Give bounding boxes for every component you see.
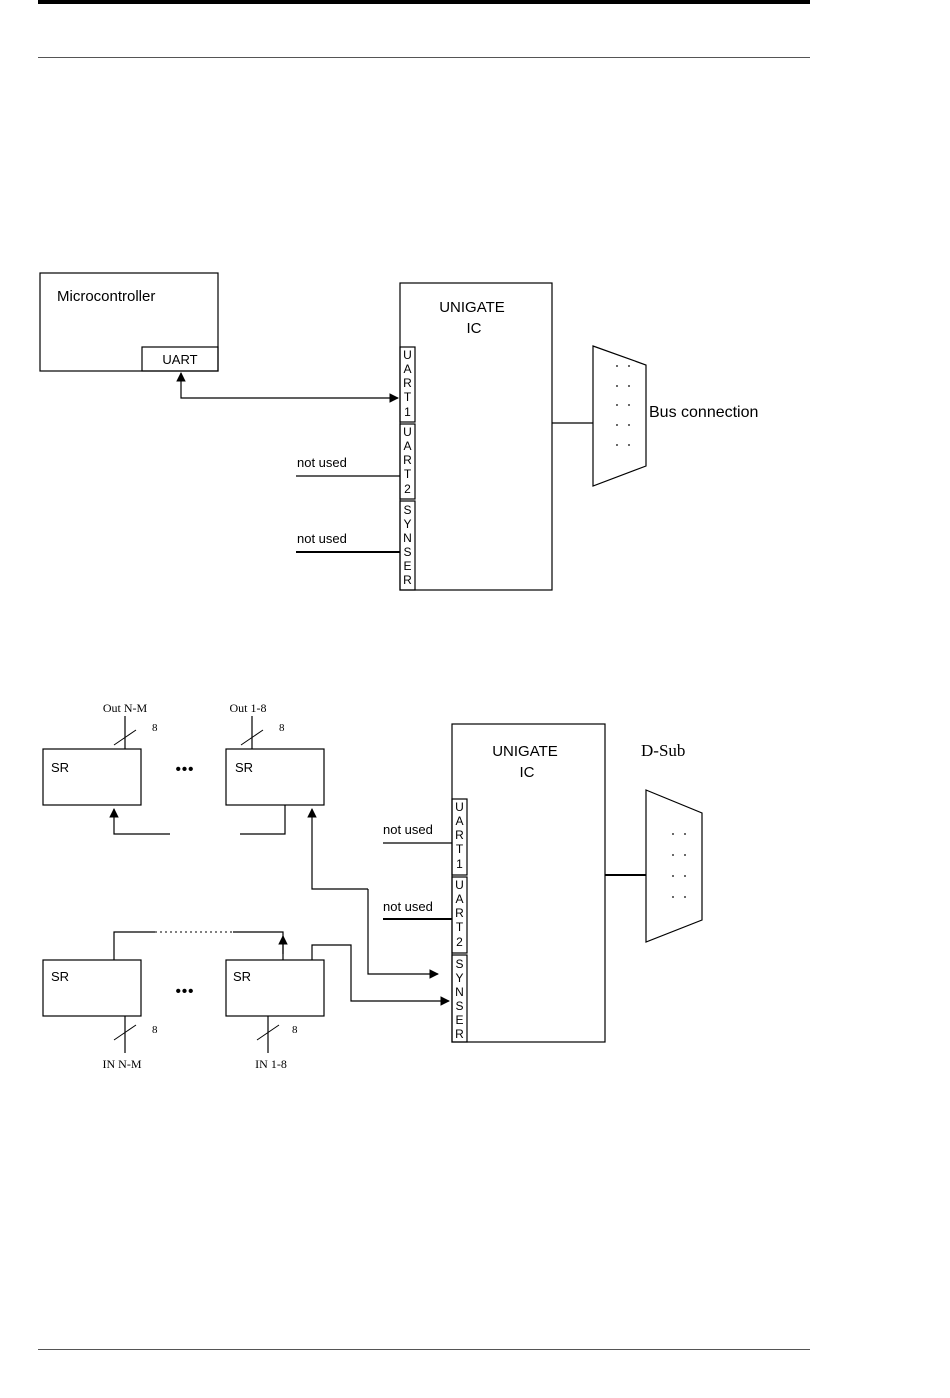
microcontroller-block: Microcontroller UART [40, 273, 218, 371]
ellipsis-top: ••• [176, 761, 195, 778]
port-char: E [455, 1013, 463, 1027]
port-char: A [403, 439, 411, 453]
port-uart2-text-2: U A R T 2 [455, 878, 464, 949]
microcontroller-label: Microcontroller [57, 288, 155, 305]
out-nm-label: Out N-M [103, 701, 148, 715]
sr-block-top-left [43, 749, 141, 805]
not-used-label-3: not used [383, 822, 433, 837]
unigate-ic-block-1: UNIGATE IC U A R T 1 U A R T 2 [400, 283, 552, 590]
port-char: E [403, 559, 411, 573]
unigate-subtitle-2: IC [520, 764, 535, 781]
dsub-connector-icon [646, 790, 702, 942]
dsub-label: D-Sub [641, 741, 685, 760]
port-char: R [403, 453, 412, 467]
port-char: S [455, 957, 463, 971]
chain-arrow-top-left [114, 809, 170, 834]
chain-line-bottom-left [114, 932, 155, 960]
port-char: A [455, 814, 463, 828]
out-18-label: Out 1-8 [230, 701, 267, 715]
in-nm-label: IN N-M [103, 1057, 142, 1071]
port-char: A [455, 892, 463, 906]
data-out-arrow [312, 809, 368, 889]
sr-label-bottom-left: SR [51, 969, 69, 984]
port-char: T [404, 467, 412, 481]
port-char: S [455, 999, 463, 1013]
port-char: N [403, 531, 412, 545]
port-char: U [403, 348, 412, 362]
chain-line-top-right [240, 805, 285, 834]
port-char: A [403, 362, 411, 376]
port-synser-text-2: S Y N S E R [455, 957, 464, 1041]
sr-block-top-right [226, 749, 324, 805]
port-char: 1 [456, 857, 463, 871]
port-synser-text-1: S Y N S E R [403, 503, 412, 587]
port-char: S [403, 545, 411, 559]
ellipsis-bottom: ••• [176, 983, 195, 1000]
bus-width-out-18: 8 [279, 722, 285, 734]
port-char: N [455, 985, 464, 999]
port-char: Y [455, 971, 463, 985]
uart-label: UART [162, 352, 197, 367]
port-char: R [455, 828, 464, 842]
unigate-ic-block-2: UNIGATE IC U A R T 1 U A R T 2 [452, 724, 605, 1042]
unigate-subtitle-1: IC [467, 320, 482, 337]
port-uart1-text-2: U A R T 1 [455, 800, 464, 871]
port-char: 2 [404, 482, 411, 496]
bus-width-in-nm: 8 [152, 1024, 158, 1036]
bus-width-out-nm: 8 [152, 722, 158, 734]
port-char: U [403, 425, 412, 439]
port-char: Y [403, 517, 411, 531]
port-char: T [456, 842, 464, 856]
port-char: R [403, 376, 412, 390]
data-in-arrow [312, 945, 449, 1001]
uart-link-arrow [181, 373, 398, 398]
sr-label-top-right: SR [235, 760, 253, 775]
port-char: U [455, 878, 464, 892]
diagram-1: Microcontroller UART UNIGATE IC U A R T … [40, 273, 758, 590]
bus-connection-label: Bus connection [649, 404, 758, 421]
port-char: T [404, 390, 412, 404]
chain-line-bottom-right [233, 932, 283, 960]
port-uart1-text-1: U A R T 1 [403, 348, 412, 419]
sr-label-bottom-right: SR [233, 969, 251, 984]
port-char: R [403, 573, 412, 587]
port-char: R [455, 906, 464, 920]
port-uart2-text-1: U A R T 2 [403, 425, 412, 496]
port-char: 2 [456, 935, 463, 949]
port-char: R [455, 1027, 464, 1041]
not-used-label-1: not used [297, 455, 347, 470]
diagram-2: Out N-M Out 1-8 8 8 SR SR ••• SR SR [43, 701, 702, 1071]
not-used-label-2: not used [297, 531, 347, 546]
not-used-label-4: not used [383, 899, 433, 914]
unigate-title-1: UNIGATE [439, 299, 505, 316]
port-char: 1 [404, 405, 411, 419]
bus-connector-icon [593, 346, 646, 486]
bus-width-in-18: 8 [292, 1024, 298, 1036]
sr-label-top-left: SR [51, 760, 69, 775]
port-char: S [403, 503, 411, 517]
unigate-title-2: UNIGATE [492, 743, 558, 760]
port-char: T [456, 920, 464, 934]
port-char: U [455, 800, 464, 814]
in-18-label: IN 1-8 [255, 1057, 287, 1071]
